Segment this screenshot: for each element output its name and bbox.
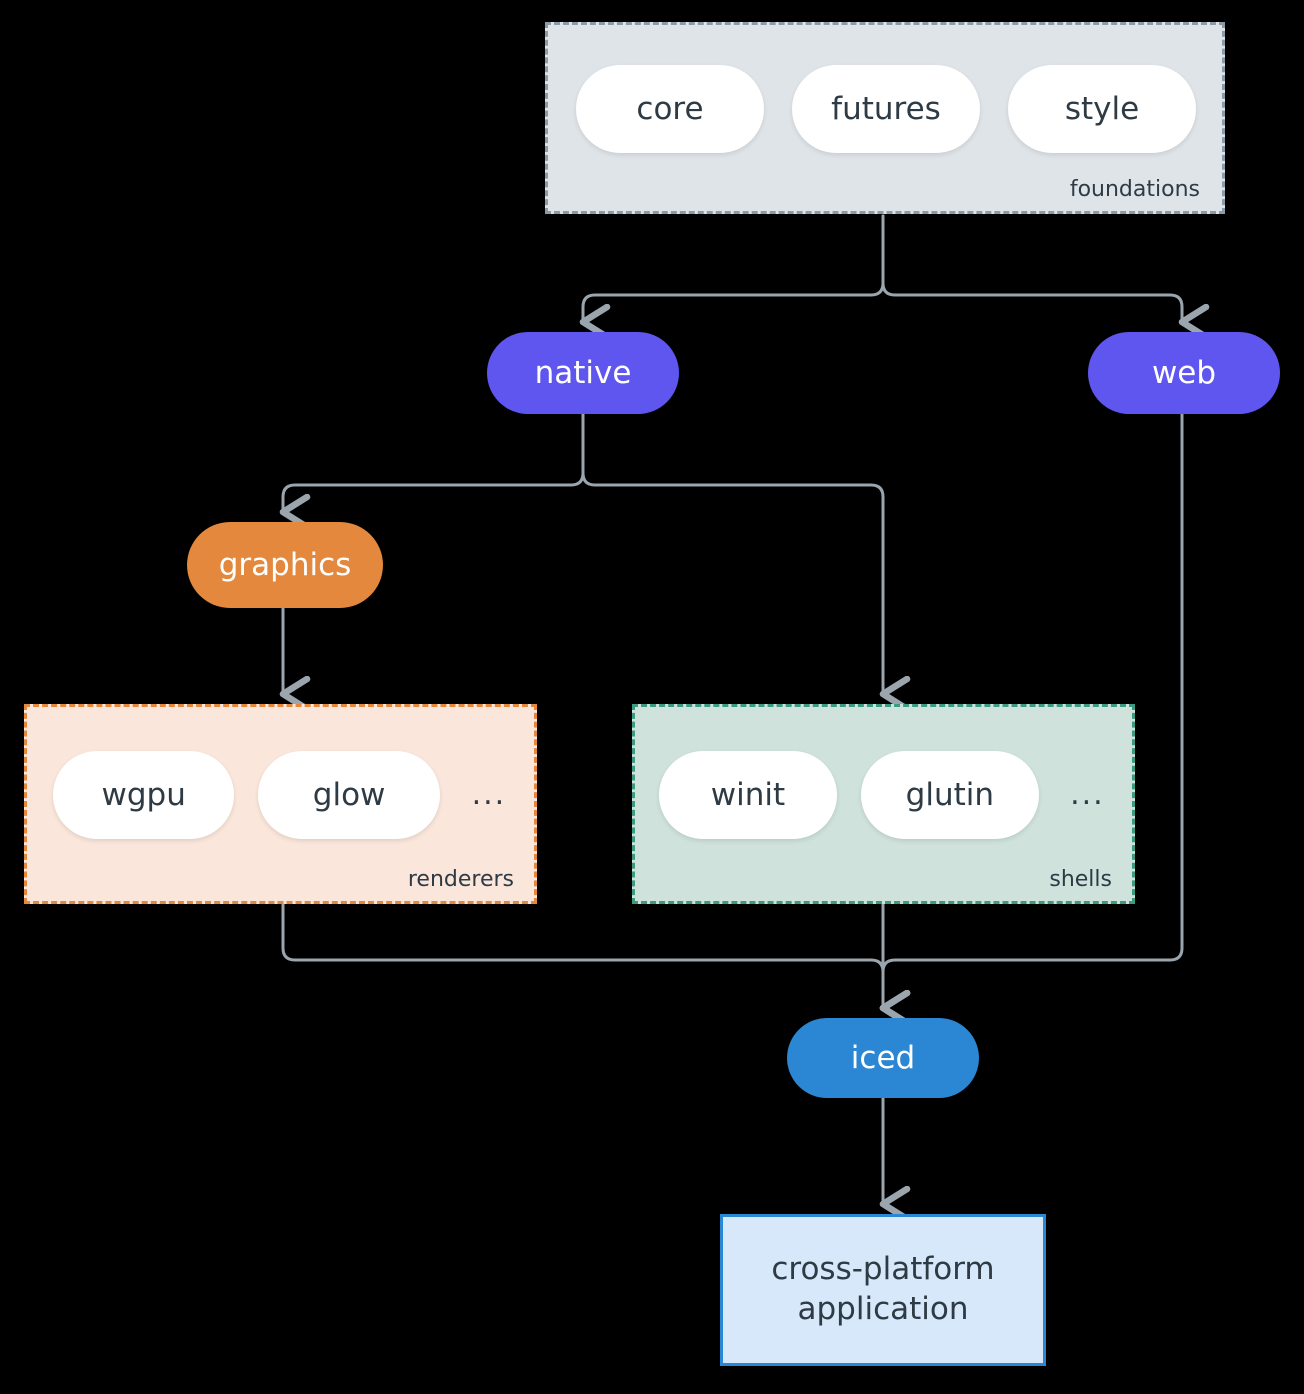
renderers-pill-row: wgpu glow ...	[53, 733, 514, 857]
node-iced[interactable]: iced	[787, 1018, 979, 1098]
edge-native-graphics	[283, 412, 585, 512]
foundations-pill-row: core futures style	[576, 51, 1200, 167]
shells-ellipsis: ...	[1070, 777, 1105, 812]
pill-core[interactable]: core	[576, 65, 764, 153]
edge-native-shells	[581, 412, 883, 694]
group-label-renderers: renderers	[407, 867, 514, 892]
pill-glow[interactable]: glow	[258, 751, 440, 839]
node-web[interactable]: web	[1088, 332, 1280, 414]
edge-renderers-iced	[281, 902, 883, 1008]
node-cross-platform-application[interactable]: cross-platform application	[720, 1214, 1046, 1366]
group-renderers: wgpu glow ... renderers	[24, 704, 537, 904]
pill-wgpu[interactable]: wgpu	[53, 751, 235, 839]
edge-foundations-native	[583, 214, 885, 322]
edge-foundations-web	[881, 214, 1182, 322]
group-foundations: core futures style foundations	[545, 22, 1225, 214]
group-label-foundations: foundations	[1069, 177, 1200, 202]
node-graphics[interactable]: graphics	[187, 522, 383, 608]
group-shells: winit glutin ... shells	[632, 704, 1135, 904]
pill-futures[interactable]: futures	[792, 65, 980, 153]
node-native[interactable]: native	[487, 332, 679, 414]
group-label-shells: shells	[1049, 867, 1112, 892]
application-label-line2: application	[797, 1291, 969, 1327]
renderers-ellipsis: ...	[471, 777, 507, 812]
pill-glutin[interactable]: glutin	[860, 751, 1039, 839]
shells-pill-row: winit glutin ...	[659, 733, 1112, 857]
pill-winit[interactable]: winit	[659, 751, 837, 839]
pill-style[interactable]: style	[1008, 65, 1196, 153]
application-label-line1: cross-platform	[771, 1251, 995, 1288]
